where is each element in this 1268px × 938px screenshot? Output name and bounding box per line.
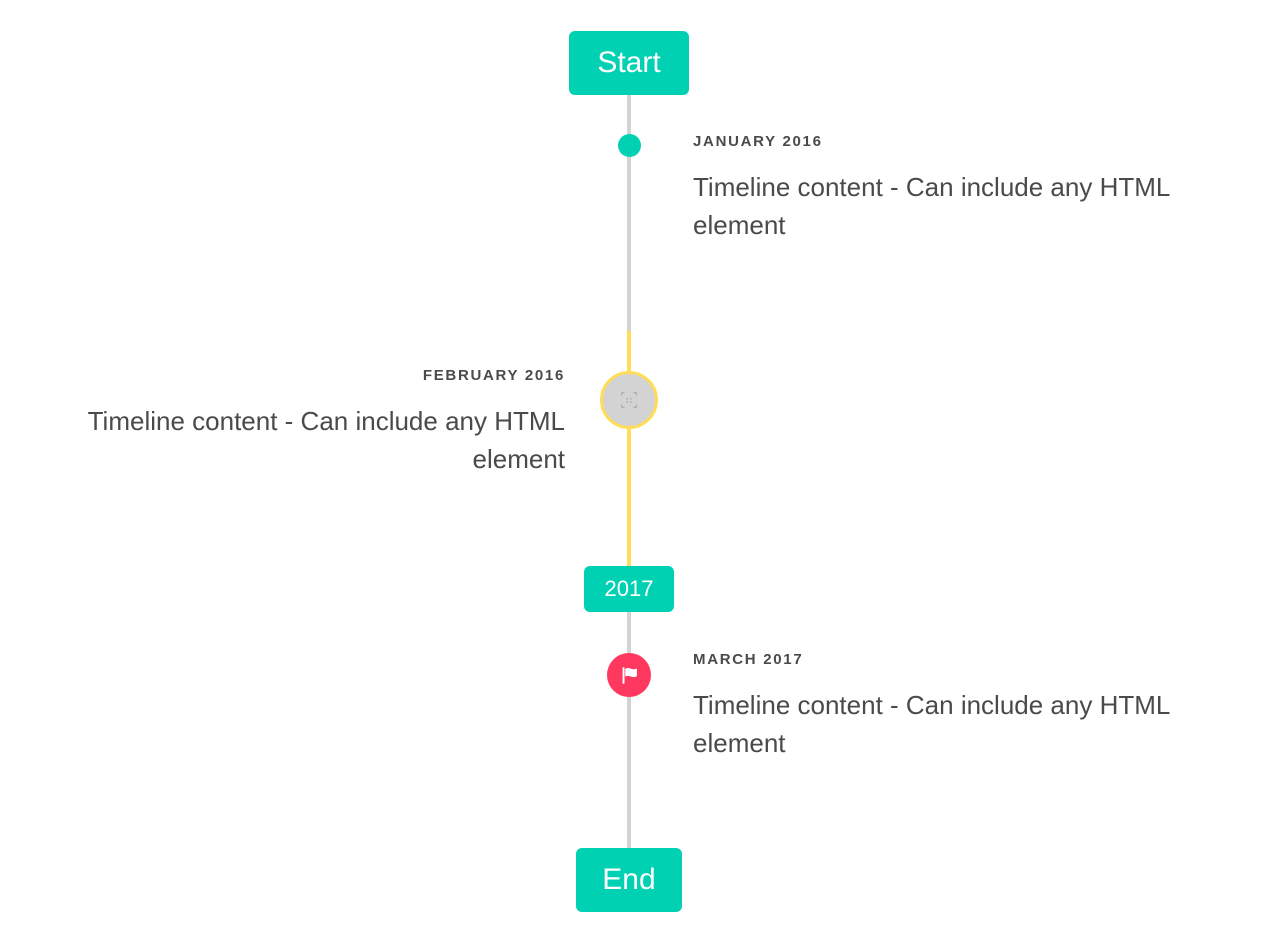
timeline-year-divider-2017[interactable]: 2017 <box>584 566 674 612</box>
timeline-item-body: Timeline content - Can include any HTML … <box>87 406 565 474</box>
timeline-header-start-badge[interactable]: Start <box>569 31 689 95</box>
timeline-item-heading: JANUARY 2016 <box>693 133 823 150</box>
timeline-line-segment-gray-lower <box>627 611 631 851</box>
timeline-marker-broken-image-february[interactable] <box>600 371 658 429</box>
timeline-item-heading: MARCH 2017 <box>693 651 804 668</box>
timeline-item-body: Timeline content - Can include any HTML … <box>693 172 1170 240</box>
timeline-item-heading: FEBRUARY 2016 <box>422 367 565 384</box>
broken-image-icon <box>621 392 637 408</box>
timeline-item-march-2017: MARCH 2017 Timeline content - Can includ… <box>693 652 1221 762</box>
timeline-marker-flag-march[interactable] <box>607 653 651 697</box>
timeline-footer-end-badge[interactable]: End <box>576 848 682 912</box>
timeline-item-february-2016: FEBRUARY 2016 Timeline content - Can inc… <box>40 368 565 478</box>
timeline-item-body: Timeline content - Can include any HTML … <box>693 690 1170 758</box>
timeline-line-segment-yellow <box>627 331 631 567</box>
flag-icon <box>622 666 637 684</box>
timeline-line-segment-gray-upper <box>627 31 631 331</box>
timeline-item-january-2016: JANUARY 2016 Timeline content - Can incl… <box>693 134 1221 244</box>
timeline-marker-dot-january[interactable] <box>618 134 641 157</box>
